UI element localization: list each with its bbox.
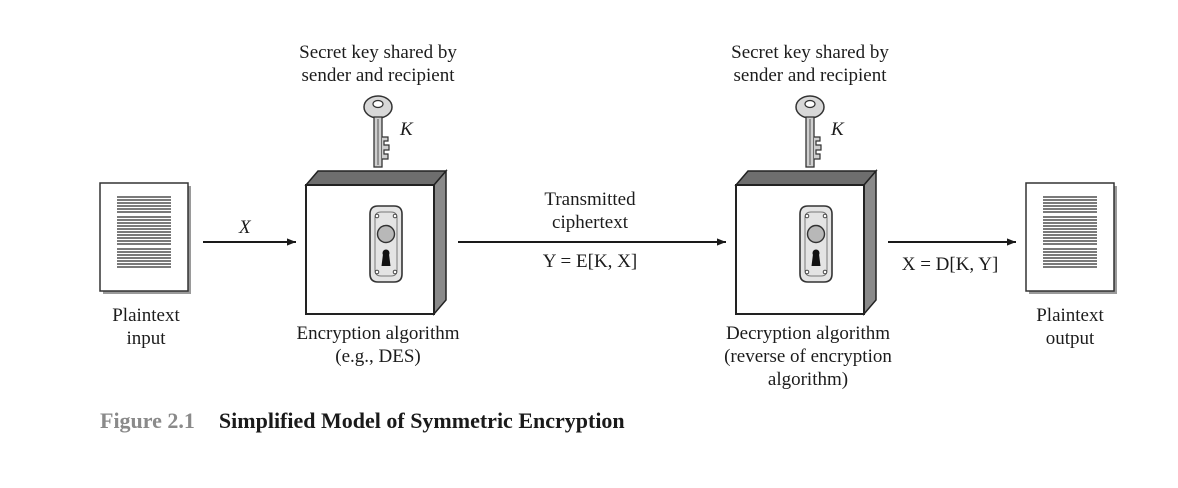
encryption-algorithm-label: Encryption algorithm(e.g., DES) (296, 323, 460, 367)
plaintext-output-document-icon (1025, 182, 1117, 294)
figure-title: Simplified Model of Symmetric Encryption (218, 408, 625, 433)
right-key-icon (795, 95, 825, 168)
decryption-lock-icon (799, 205, 833, 283)
left-key-symbol: K (400, 119, 413, 140)
plaintext-input-document-icon (99, 182, 191, 294)
figure-caption: Figure 2.1 Simplified Model of Symmetric … (100, 408, 625, 434)
plaintext-x-label: X (239, 217, 251, 238)
figure-number: Figure 2.1 (100, 408, 195, 433)
left-key-icon (363, 95, 393, 168)
ciphertext-formula: Y = E[K, X] (542, 251, 638, 272)
decryption-algorithm-label: Decryption algorithm(reverse of encrypti… (724, 323, 892, 390)
encryption-lock-icon (369, 205, 403, 283)
decryption-result-formula: X = D[K, Y] (901, 254, 999, 275)
right-key-symbol: K (831, 119, 844, 140)
